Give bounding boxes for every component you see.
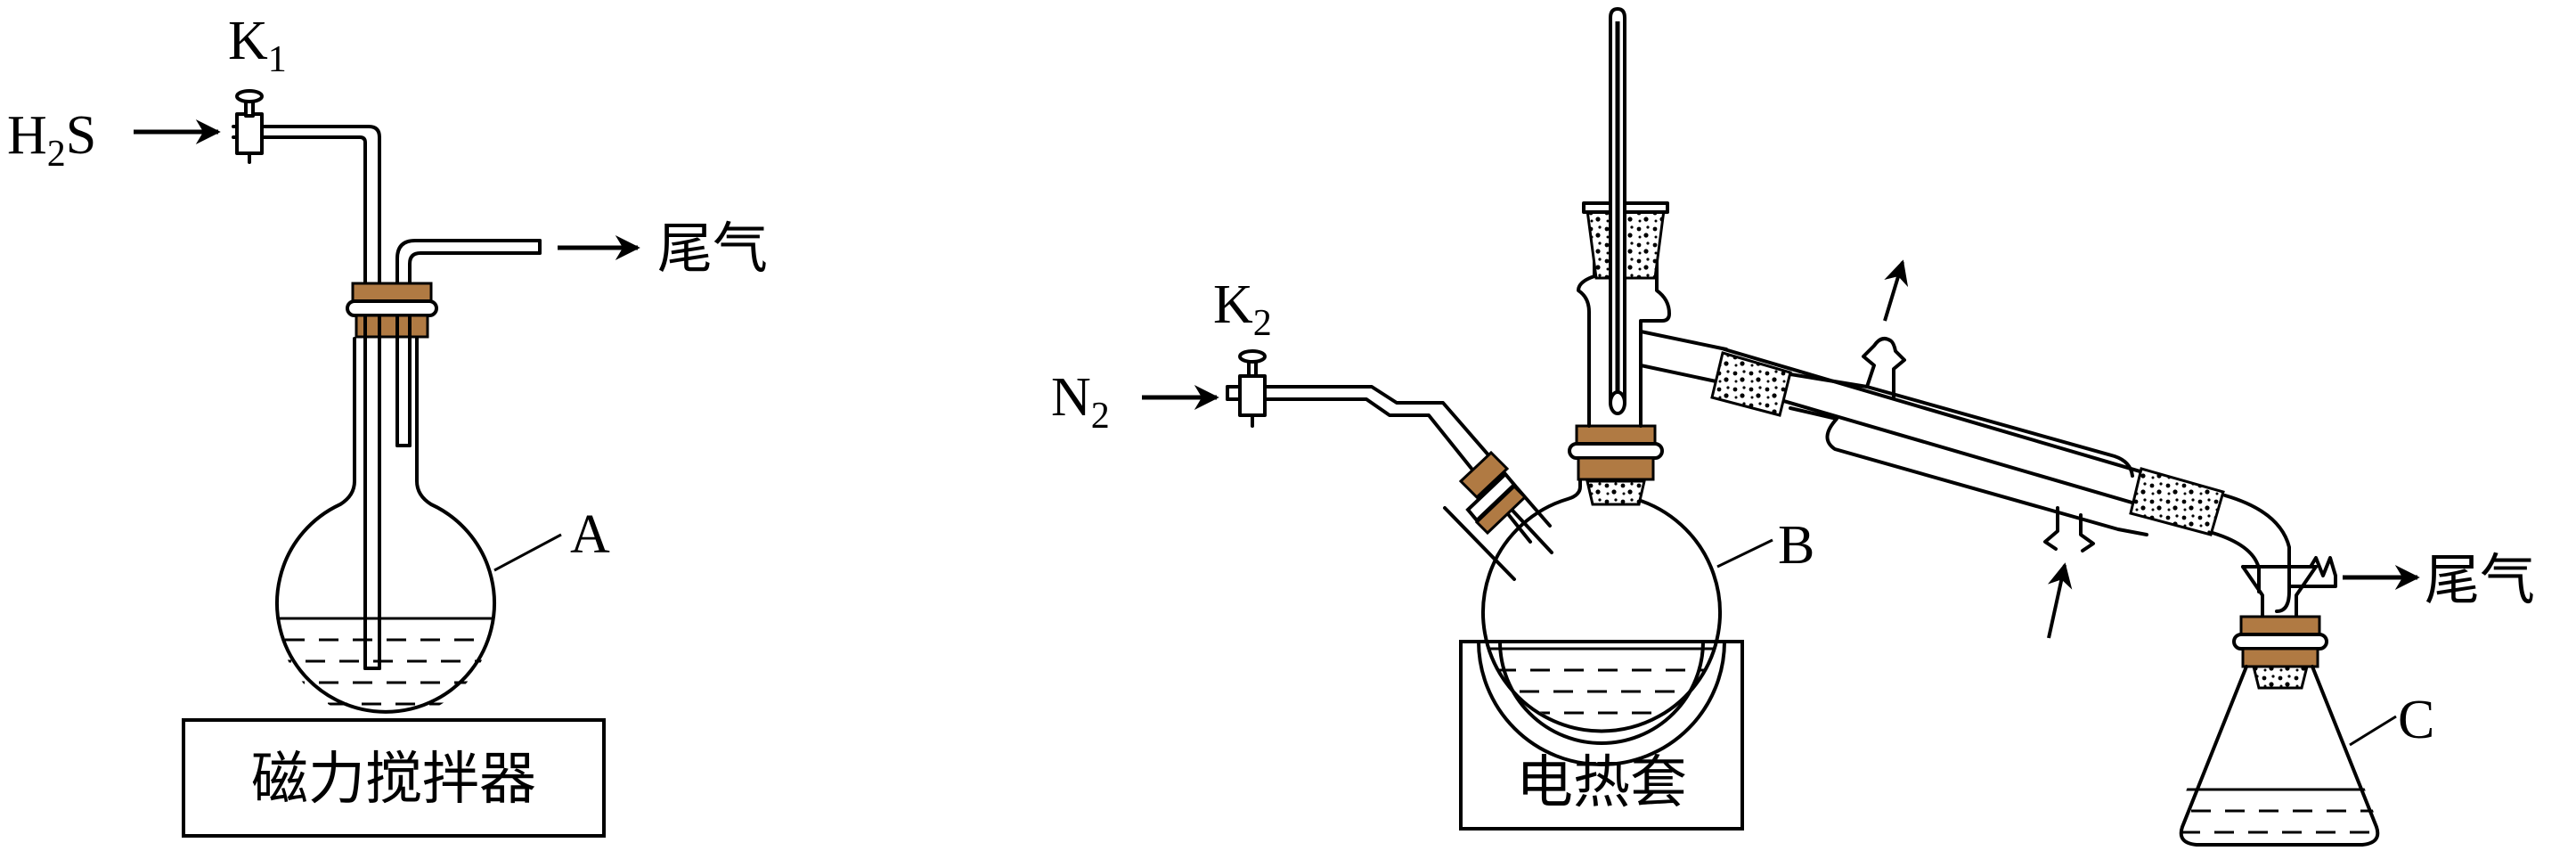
exhaust-b-label: 尾气: [2425, 547, 2535, 612]
thermometer-icon: [1609, 7, 1626, 415]
n2-label: N2: [1051, 367, 1110, 437]
condenser-icon: [1721, 337, 2175, 552]
heater-label: 电热套: [1516, 750, 1687, 816]
stopper-c: [2232, 615, 2328, 690]
flask-b-label: B: [1778, 515, 1814, 576]
stirrer-label: 磁力搅拌器: [251, 747, 536, 813]
water-in-arrow-icon: [2047, 562, 2073, 639]
stopcock-k2-icon: [1238, 349, 1267, 428]
k1-label: K1: [228, 11, 287, 80]
heating-mantle: [1459, 640, 1744, 831]
stopper-b: [1568, 424, 1664, 506]
stopcock-k1-icon: [235, 89, 264, 164]
water-out-arrow-icon: [1883, 259, 1909, 322]
h2s-label: H2S: [7, 105, 96, 175]
flask-a-label: A: [570, 504, 610, 565]
k2-label: K2: [1213, 274, 1272, 344]
stopper-a: [346, 282, 438, 339]
apparatus-b: N2 K2: [1051, 7, 2535, 847]
exhaust-a-label: 尾气: [657, 216, 768, 281]
joint-condenser-in: [1710, 351, 1792, 417]
joint-adapter: [2129, 467, 2225, 536]
side-neck-joint: [1458, 450, 1528, 536]
apparatus-a: H2S K1 尾气: [7, 11, 768, 838]
magnetic-stirrer: [182, 718, 606, 838]
flask-c-label: C: [2398, 690, 2434, 750]
